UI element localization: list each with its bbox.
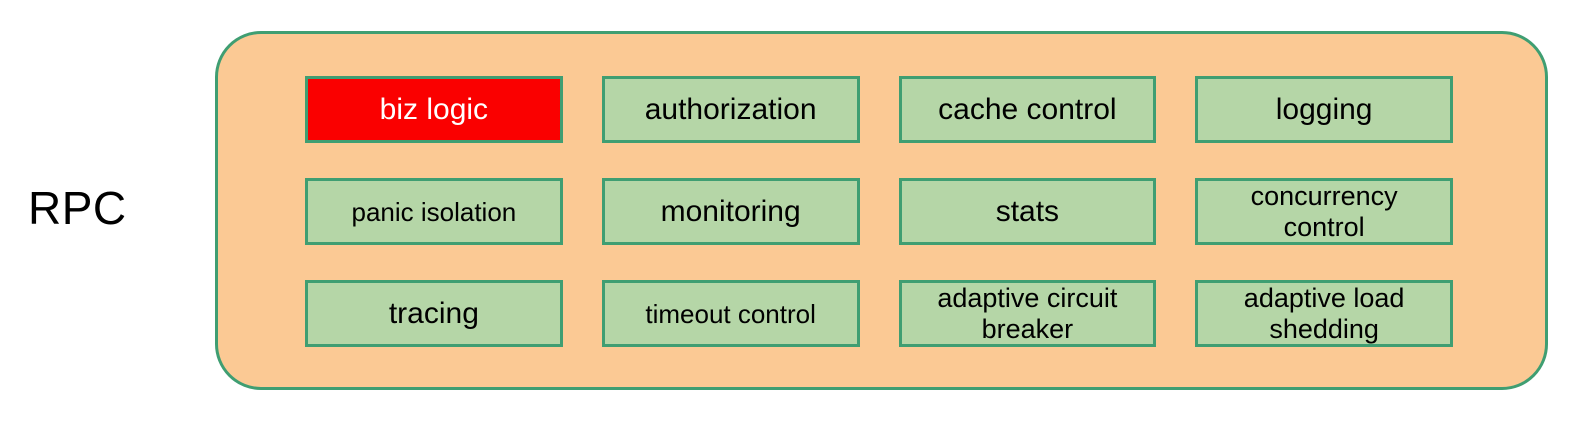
middleware-row-3: tracing timeout control adaptive circuit… [305, 280, 1453, 347]
middleware-box-label: adaptive load shedding [1243, 282, 1405, 344]
middleware-box-tracing[interactable]: tracing [305, 280, 563, 347]
middleware-box-label: panic isolation [351, 196, 517, 227]
middleware-box-biz-logic[interactable]: biz logic [305, 76, 563, 143]
middleware-row-1: biz logic authorization cache control lo… [305, 76, 1453, 143]
middleware-box-concurrency-control[interactable]: concurrency control [1195, 178, 1453, 245]
middleware-box-label: biz logic [379, 92, 489, 126]
middleware-box-monitoring[interactable]: monitoring [601, 178, 860, 245]
middleware-box-label: adaptive circuit breaker [937, 282, 1118, 344]
middleware-box-stats[interactable]: stats [898, 178, 1157, 245]
middleware-box-label: cache control [938, 92, 1117, 126]
middleware-box-adaptive-load-shedding[interactable]: adaptive load shedding [1195, 280, 1453, 347]
middleware-box-cache-control[interactable]: cache control [898, 76, 1157, 143]
middleware-box-label: authorization [644, 92, 817, 126]
middleware-box-authorization[interactable]: authorization [601, 76, 860, 143]
rpc-middleware-container: biz logic authorization cache control lo… [215, 31, 1548, 390]
middleware-grid: biz logic authorization cache control lo… [305, 76, 1453, 347]
rpc-side-label: RPC [28, 182, 127, 234]
middleware-row-2: panic isolation monitoring stats concurr… [305, 178, 1453, 245]
middleware-box-label: tracing [388, 296, 479, 330]
middleware-box-label: logging [1275, 92, 1373, 126]
middleware-box-label: timeout control [645, 298, 816, 329]
middleware-box-label: stats [995, 194, 1060, 228]
middleware-box-adaptive-circuit-breaker[interactable]: adaptive circuit breaker [898, 280, 1157, 347]
middleware-box-label: monitoring [660, 194, 801, 228]
middleware-box-timeout-control[interactable]: timeout control [601, 280, 860, 347]
middleware-box-panic-isolation[interactable]: panic isolation [305, 178, 563, 245]
middleware-box-label: concurrency control [1250, 180, 1398, 242]
middleware-box-logging[interactable]: logging [1195, 76, 1453, 143]
